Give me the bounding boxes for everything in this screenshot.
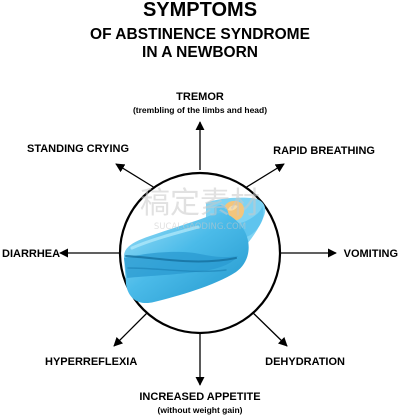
symptom-labels: TREMOR (trembling of the limbs and head)… xyxy=(2,91,398,415)
label-standing-crying: STANDING CRYING xyxy=(27,143,129,155)
label-vomiting: VOMITING xyxy=(344,248,398,260)
title-line-2: OF ABSTINENCE SYNDROME xyxy=(90,26,310,43)
title-block: SYMPTOMS OF ABSTINENCE SYNDROME IN A NEW… xyxy=(90,0,310,61)
title-line-1: SYMPTOMS xyxy=(143,0,257,21)
label-diarrhea: DIARRHEA xyxy=(2,248,60,260)
label-increased-appetite: INCREASED APPETITE xyxy=(139,391,260,403)
swaddle-crease xyxy=(125,255,237,263)
label-hyperreflexia: HYPERREFLEXIA xyxy=(45,356,137,368)
arrow-top-right xyxy=(244,163,285,189)
swaddle-crease-2 xyxy=(127,267,227,273)
note-increased-appetite: (without weight gain) xyxy=(158,405,243,415)
swaddle-highlight xyxy=(130,225,200,250)
arrow-top-left xyxy=(115,163,156,189)
baby-face-highlight xyxy=(228,205,238,211)
watermark-text-en: SUCAI.GAODING.COM xyxy=(154,222,246,232)
title-line-3: IN A NEWBORN xyxy=(142,44,258,61)
note-tremor: (trembling of the limbs and head) xyxy=(133,105,267,115)
label-tremor: TREMOR xyxy=(176,91,224,103)
label-dehydration: DEHYDRATION xyxy=(265,356,345,368)
swaddled-baby-illustration xyxy=(123,197,266,304)
watermark-text-cn: 稿定素材 xyxy=(140,186,260,221)
watermark: 稿定素材 SUCAI.GAODING.COM xyxy=(140,186,260,232)
label-rapid-breathing: RAPID BREATHING xyxy=(273,145,375,157)
